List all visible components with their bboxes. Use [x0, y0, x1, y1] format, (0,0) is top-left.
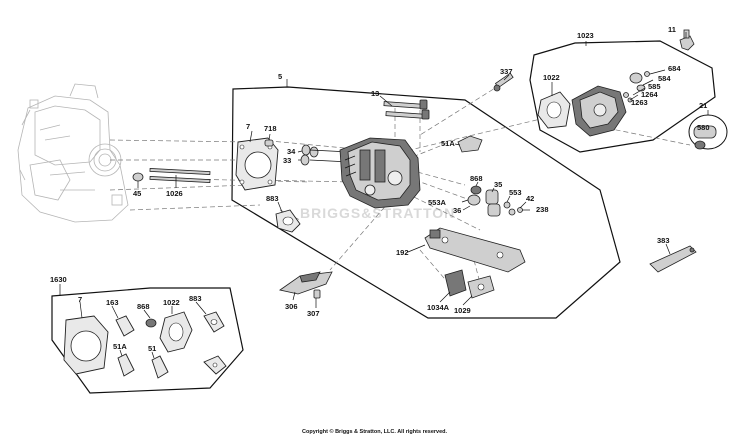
push-rod-1026[interactable] [149, 168, 211, 183]
callout-1023: 1023 [577, 31, 594, 40]
callout-1034A: 1034A [427, 303, 450, 312]
callout-42: 42 [526, 194, 534, 203]
callout-383: 383 [657, 236, 670, 245]
callout-5: 5 [278, 72, 282, 81]
callout-36: 36 [453, 206, 461, 215]
callout-553: 553 [509, 188, 522, 197]
callout-13: 13 [371, 89, 379, 98]
gasket-kit-51[interactable] [151, 355, 169, 379]
callout-883-a: 883 [266, 194, 279, 203]
callout-21: 21 [699, 101, 707, 110]
callout-51A-a: 51A [441, 139, 455, 148]
rocker-arm-1029[interactable] [467, 275, 495, 299]
gasket-kit-51A[interactable] [117, 353, 135, 377]
callout-35: 35 [494, 180, 502, 189]
callout-1022-a: 1022 [543, 73, 560, 82]
callout-238: 238 [536, 205, 549, 214]
callout-307: 307 [307, 309, 320, 318]
gasket-kit-head-gasket-7[interactable] [63, 315, 109, 375]
fuel-fitting-11[interactable] [679, 29, 695, 51]
callout-684: 684 [668, 64, 681, 73]
callout-labels: 5 1023 1630 11 337 1022 684 584 585 1264… [50, 25, 710, 353]
callout-306: 306 [285, 302, 298, 311]
callout-1022-b: 1022 [163, 298, 180, 307]
callout-868-b: 868 [137, 302, 150, 311]
callout-1029: 1029 [454, 306, 471, 315]
callout-34: 34 [287, 147, 296, 156]
group-box-5 [231, 86, 621, 319]
valve-guide-51A[interactable] [457, 135, 483, 153]
bracket-383[interactable] [649, 245, 697, 273]
group-box-1630 [51, 287, 244, 394]
callout-553A: 553A [428, 198, 447, 207]
callout-1026: 1026 [166, 189, 183, 198]
dowel-pin-718[interactable] [264, 139, 274, 147]
leader-lines [79, 32, 709, 359]
rocker-plate-192[interactable] [424, 227, 526, 273]
callout-192: 192 [396, 248, 409, 257]
callout-584: 584 [658, 74, 671, 83]
callout-11: 11 [668, 25, 676, 34]
callout-163: 163 [106, 298, 119, 307]
callout-718: 718 [264, 124, 277, 133]
callout-868-a: 868 [470, 174, 483, 183]
callout-7-b: 7 [78, 295, 82, 304]
callout-33: 33 [283, 156, 291, 165]
intake-gasket-883[interactable] [275, 209, 301, 233]
gasket-kit-883[interactable] [203, 311, 225, 333]
rocker-parts-868-35-553[interactable] [467, 185, 523, 217]
filter-580[interactable] [693, 125, 717, 150]
callout-580: 580 [697, 123, 710, 132]
gasket-kit-1022[interactable] [159, 311, 193, 353]
callout-51A-b: 51A [113, 342, 127, 351]
gasket-kit-163[interactable] [115, 315, 135, 337]
head-gasket-7[interactable] [235, 137, 279, 191]
copyright-notice: Copyright © Briggs & Stratton, LLC. All … [302, 428, 448, 435]
valve-45[interactable] [132, 172, 144, 182]
cylinder-head[interactable] [339, 137, 421, 209]
air-guide-306[interactable] [279, 271, 333, 295]
callout-51: 51 [148, 344, 156, 353]
callout-1630: 1630 [50, 275, 67, 284]
group-box-1023 [529, 40, 716, 153]
gasket-kit-seal[interactable] [203, 355, 227, 375]
callout-1263: 1263 [631, 98, 648, 107]
valve-cover-plate-1034A[interactable] [444, 269, 467, 297]
callout-585: 585 [648, 82, 661, 91]
carburetor-body[interactable] [571, 85, 627, 137]
head-bolt-13[interactable] [383, 99, 430, 120]
callout-7-a: 7 [246, 122, 250, 131]
watermark: BRIGGS&STRATTON [300, 205, 455, 221]
callout-883-b: 883 [189, 294, 202, 303]
gasket-kit-868[interactable] [145, 318, 157, 328]
callout-45: 45 [133, 189, 141, 198]
breather-fitting-337[interactable] [493, 72, 514, 92]
screw-307[interactable] [313, 289, 321, 299]
callout-1264: 1264 [641, 90, 659, 99]
callout-337: 337 [500, 67, 513, 76]
carburetor-gasket-1022[interactable] [537, 91, 571, 129]
engine-block-ghost [17, 83, 129, 223]
